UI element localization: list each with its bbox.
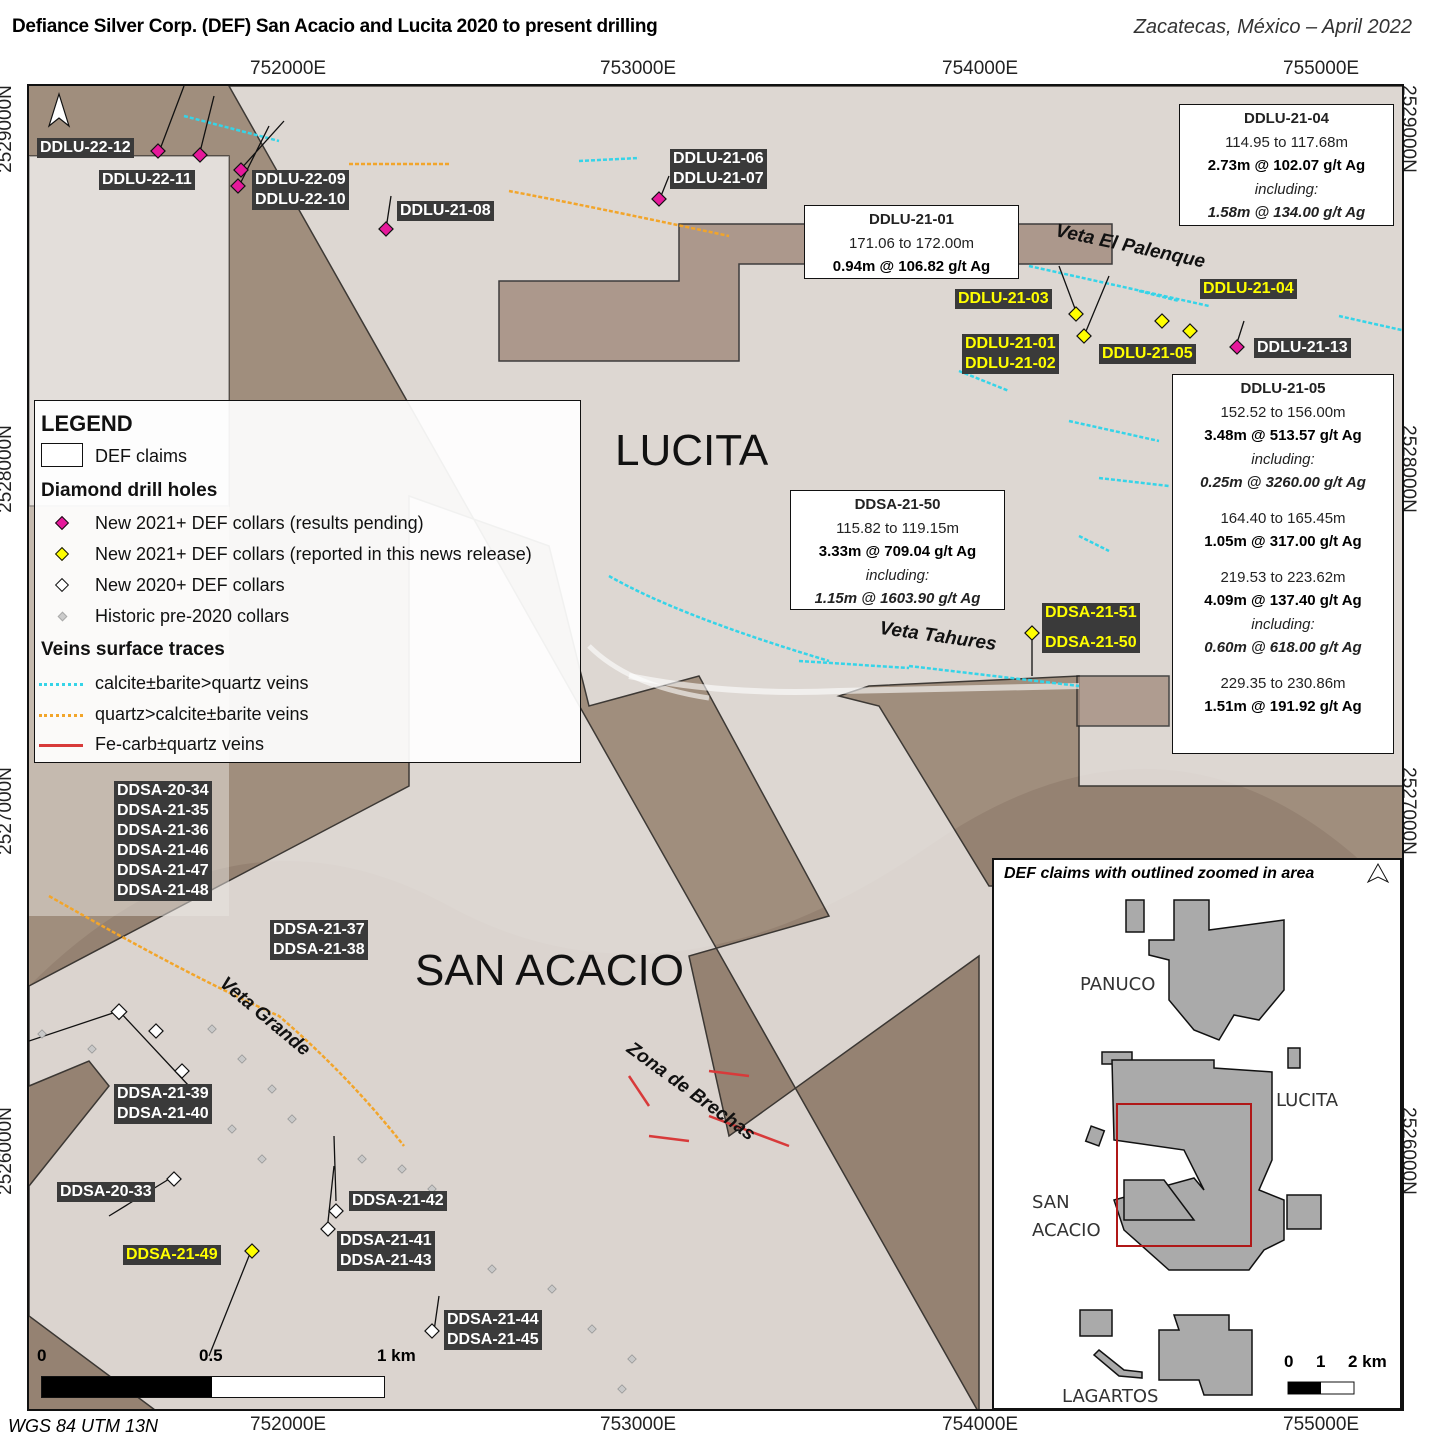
scale-bar xyxy=(41,1376,385,1398)
fecarb-vein xyxy=(627,1069,790,1148)
drill-label[interactable]: DDLU-22-12 xyxy=(37,138,134,158)
inset-scale-label: 1 xyxy=(1316,1352,1326,1371)
easting-tick: 753000E xyxy=(600,1414,677,1435)
zoomed-area-outline xyxy=(1116,1103,1252,1247)
easting-tick: 752000E xyxy=(250,1414,327,1435)
drill-label[interactable]: DDLU-21-03 xyxy=(955,289,1052,309)
easting-tick: 755000E xyxy=(1283,1414,1360,1435)
drill-label[interactable]: DDSA-21-49 xyxy=(123,1245,221,1265)
quartz-vein xyxy=(48,894,405,1147)
map-title: Defiance Silver Corp. (DEF) San Acacio a… xyxy=(12,16,658,37)
legend-item: New 2020+ DEF collars xyxy=(95,575,285,595)
legend-item: calcite±barite>quartz veins xyxy=(95,673,309,693)
easting-tick: 754000E xyxy=(942,1414,1019,1435)
northing-tick: 2526000N xyxy=(0,1107,16,1195)
northing-tick: 2528000N xyxy=(0,425,16,513)
new-2020-collar-icon xyxy=(54,577,70,593)
quartz-vein xyxy=(349,162,730,238)
northing-tick: 2529000N xyxy=(0,85,16,173)
drill-label[interactable]: DDLU-21-13 xyxy=(1254,338,1351,358)
legend-item: DEF claims xyxy=(95,446,188,466)
scale-label: 1 km xyxy=(377,1346,416,1365)
collar-2020 xyxy=(110,1003,128,1021)
inset-label: PANUCO xyxy=(1080,974,1156,995)
legend-heading: Diamond drill holes xyxy=(41,480,218,501)
pending-collar-icon xyxy=(54,515,70,531)
inset-label: LAGARTOS xyxy=(1062,1386,1159,1407)
area-label-lucita: LUCITA xyxy=(615,426,769,475)
inset-label: ACACIO xyxy=(1032,1220,1101,1241)
easting-tick: 752000E xyxy=(250,58,327,79)
inset-claims xyxy=(1079,862,1390,1396)
inset-scale-label: 2 km xyxy=(1348,1352,1387,1371)
inset-scale-label: 0 xyxy=(1284,1352,1294,1371)
reported-collar-icon xyxy=(54,546,70,562)
fecarb-vein-icon xyxy=(39,744,83,747)
crs-label: WGS 84 UTM 13N xyxy=(8,1416,159,1436)
inset-title: DEF claims with outlined zoomed in area xyxy=(1004,865,1315,882)
drill-label[interactable]: DDLU-22-11 xyxy=(99,170,195,190)
claim-swatch xyxy=(41,443,83,467)
easting-tick: 754000E xyxy=(942,58,1019,79)
collar-pending xyxy=(150,143,166,159)
north-arrow-icon xyxy=(1366,862,1390,884)
scale-label: 0 xyxy=(37,1346,47,1365)
northing-tick: 2527000N xyxy=(0,767,16,855)
legend-item: New 2021+ DEF collars (reported in this … xyxy=(95,544,532,564)
legend: LEGEND DEF claims Diamond drill holes Ne… xyxy=(34,400,581,763)
legend-item: Historic pre-2020 collars xyxy=(95,606,290,626)
easting-tick: 755000E xyxy=(1283,58,1360,79)
collar-reported xyxy=(1068,306,1084,322)
quartz-vein-icon xyxy=(39,714,83,717)
legend-item: New 2021+ DEF collars (results pending) xyxy=(95,513,424,533)
drill-label[interactable]: DDLU-21-08 xyxy=(397,201,494,221)
inset-map: DEF claims with outlined zoomed in area … xyxy=(992,858,1402,1410)
area-label-san-acacio: SAN ACACIO xyxy=(415,946,684,995)
calcite-vein-icon xyxy=(39,683,83,686)
legend-title: LEGEND xyxy=(41,411,133,436)
inset-label: SAN xyxy=(1032,1192,1070,1213)
place-date: Zacatecas, México – April 2022 xyxy=(1133,16,1412,38)
easting-tick: 753000E xyxy=(600,58,677,79)
calcite-vein xyxy=(578,156,1402,688)
drill-label[interactable]: DDLU-21-05 xyxy=(1099,344,1196,364)
legend-item: Fe-carb±quartz veins xyxy=(95,734,264,754)
north-arrow-icon xyxy=(47,91,71,128)
historic-collars xyxy=(37,1024,637,1394)
legend-item: quartz>calcite±barite veins xyxy=(95,704,309,724)
legend-heading: Veins surface traces xyxy=(41,639,225,660)
drill-label[interactable]: DDSA-20-33 xyxy=(57,1182,155,1202)
inset-label: LUCITA xyxy=(1276,1090,1339,1111)
drill-label[interactable]: DDLU-21-04 xyxy=(1200,279,1297,299)
historic-collar-icon xyxy=(57,611,68,622)
scale-label: 0.5 xyxy=(199,1346,223,1365)
drill-label[interactable]: DDSA-21-42 xyxy=(349,1191,447,1211)
